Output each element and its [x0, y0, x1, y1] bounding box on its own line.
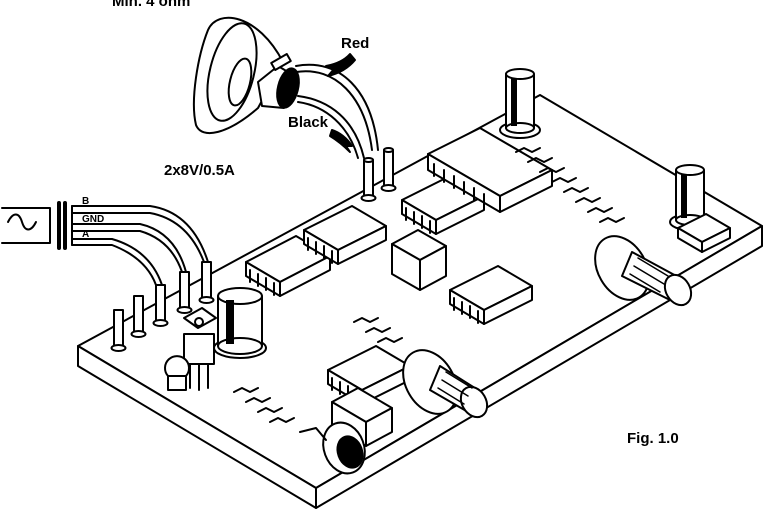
speaker-wires	[295, 63, 379, 159]
figure-label: Fig. 1.0	[627, 430, 679, 447]
wire-gnd-label: GND	[82, 214, 104, 225]
transistor	[164, 355, 190, 391]
ic-chip-2	[303, 205, 387, 265]
resistor-row-middle	[353, 317, 403, 343]
black-arrow	[329, 129, 353, 153]
supply-wires	[71, 205, 209, 286]
wire-a-label: A	[82, 229, 89, 240]
red-arrow	[325, 53, 356, 77]
speaker-terminal-posts	[360, 147, 397, 202]
potentiometer-right	[594, 235, 693, 307]
capacitor-large	[213, 287, 267, 359]
speaker	[192, 16, 300, 134]
resistor-row-right	[515, 147, 625, 223]
capacitor-top	[499, 68, 541, 139]
input-socket	[299, 421, 366, 475]
ic-chip-small	[677, 213, 731, 253]
red-wire-label: Red	[341, 35, 369, 52]
pcb-board	[77, 94, 763, 509]
wire-b-label: B	[82, 196, 89, 207]
ic-chip-4	[449, 265, 533, 325]
power-rating-label: 2x8V/0.5A	[164, 162, 235, 179]
black-wire-label: Black	[288, 114, 329, 131]
ic-chip-large	[427, 127, 553, 213]
resistor-row-left	[233, 387, 295, 423]
relay-box	[391, 229, 447, 291]
transformer-symbol	[1, 201, 73, 250]
pin-posts	[110, 261, 215, 352]
speaker-rating-label: Min. 4 ohm	[112, 0, 190, 10]
potentiometer-front	[402, 349, 489, 419]
voltage-regulator	[183, 307, 217, 391]
